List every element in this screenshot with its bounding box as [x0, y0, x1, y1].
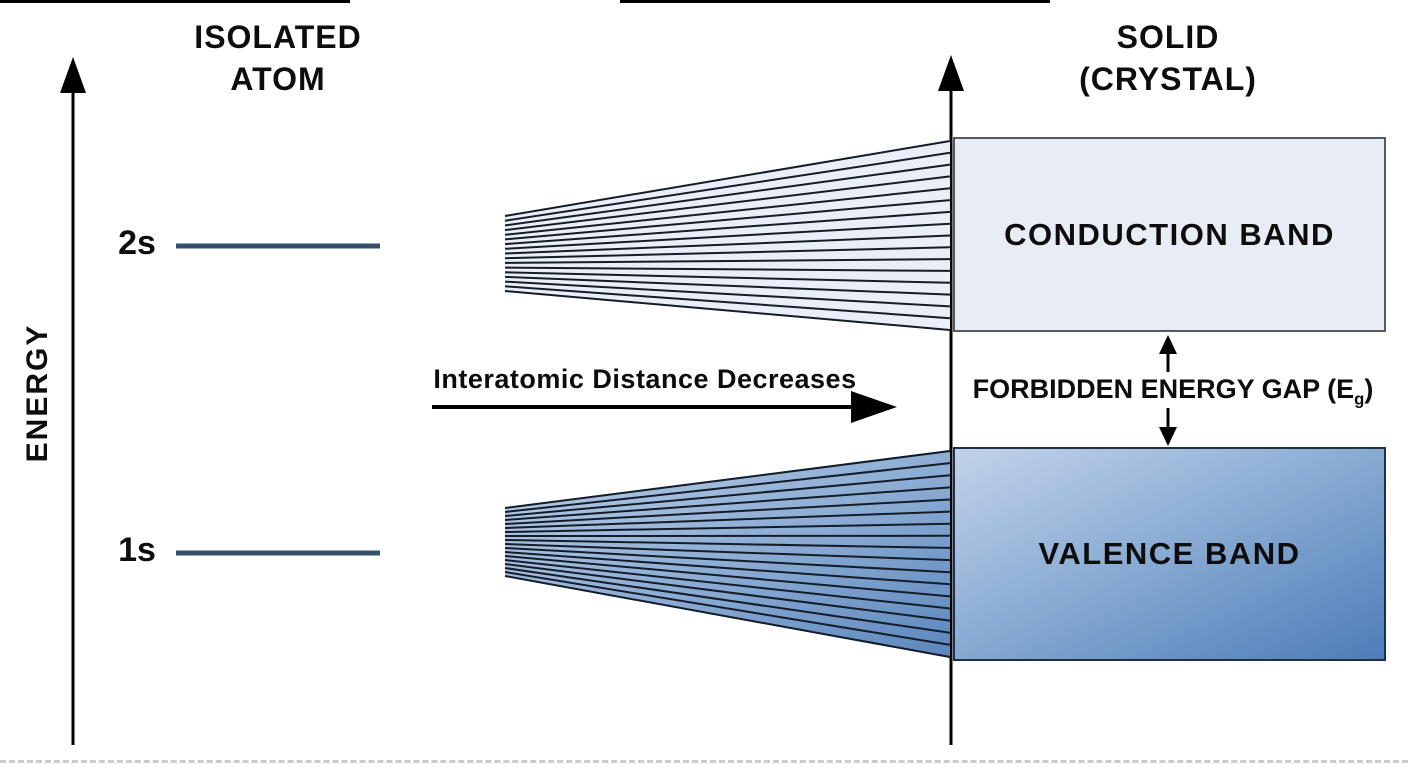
top-edge-artifact [0, 0, 350, 3]
lower-fan [504, 450, 951, 658]
right-column-title: SOLID (CRYSTAL) [1018, 16, 1318, 100]
gap-down-arrow-icon [1159, 408, 1177, 446]
bottom-edge-artifact [0, 760, 1408, 763]
gap-label-prefix: FORBIDDEN ENERGY GAP (E [972, 374, 1355, 404]
gap-up-arrow-icon [1159, 335, 1177, 372]
energy-axis-left [60, 57, 86, 745]
left-title-line1: ISOLATED [194, 19, 362, 55]
energy-axis-right [938, 55, 964, 745]
interatomic-arrow [432, 391, 897, 423]
top-edge-artifact [620, 0, 1050, 3]
forbidden-gap-label: FORBIDDEN ENERGY GAP (Eg) [958, 374, 1388, 409]
gap-label-suffix: ) [1364, 374, 1374, 404]
up-arrow-icon [938, 55, 964, 91]
valence-band-label: VALENCE BAND [1038, 536, 1301, 571]
level-label-2s: 2s [118, 224, 156, 262]
upper-fan [504, 140, 951, 331]
gap-label-subscript: g [1354, 389, 1365, 409]
right-arrow-icon [851, 391, 897, 423]
level-label-1s: 1s [118, 531, 156, 569]
right-title-line1: SOLID [1116, 19, 1220, 55]
valence-band-box: VALENCE BAND [953, 447, 1386, 661]
up-arrow-icon [60, 57, 86, 93]
left-title-line2: ATOM [230, 61, 326, 98]
conduction-band-label: CONDUCTION BAND [1004, 216, 1335, 252]
interatomic-distance-label: Interatomic Distance Decreases [433, 364, 857, 394]
energy-axis-label: ENERGY [21, 323, 54, 463]
left-column-title: ISOLATED ATOM [128, 16, 428, 100]
right-title-line2: (CRYSTAL) [1079, 61, 1257, 98]
conduction-band-box: CONDUCTION BAND [953, 137, 1386, 332]
